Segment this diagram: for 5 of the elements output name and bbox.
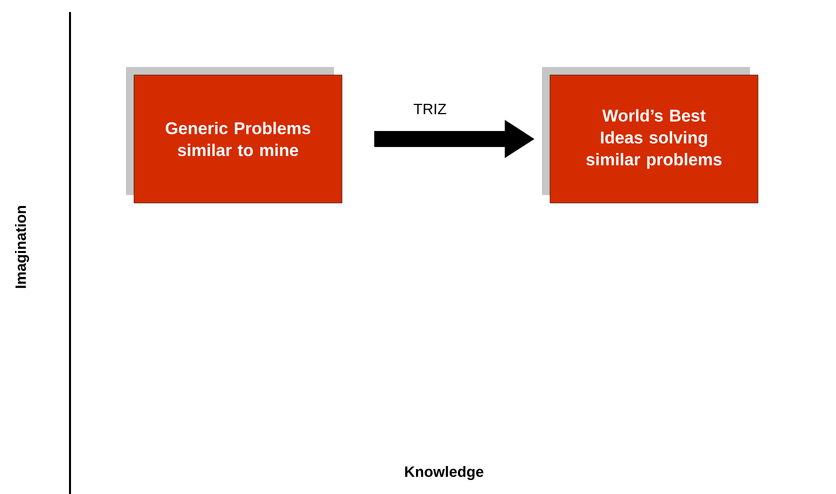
process-box: World’s Best Ideas solving similar problems [542,67,758,204]
axis-label: Knowledge [405,466,484,480]
axis-label: Imagination [15,206,29,288]
edge-label: TRIZ [414,104,446,114]
process-box: Generic Problems similar to mine [126,67,342,204]
